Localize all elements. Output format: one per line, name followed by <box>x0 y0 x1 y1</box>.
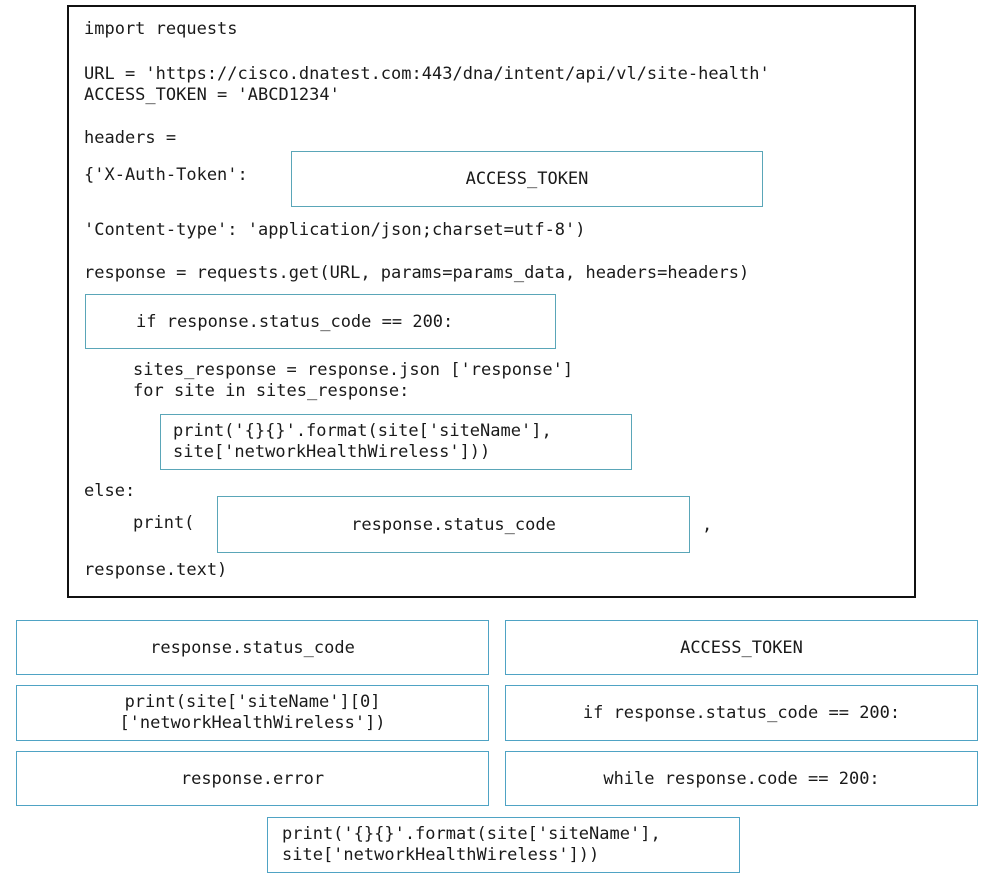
option-if-status-200-text: if response.status_code == 200: <box>582 703 901 723</box>
option-print-format[interactable]: print('{}{}'.format(site['siteName'], si… <box>267 817 740 873</box>
code-line-token: ACCESS_TOKEN = 'ABCD1234' <box>84 85 340 105</box>
drop-slot-status-text: response.status_code <box>351 514 556 535</box>
option-access-token-text: ACCESS_TOKEN <box>680 637 803 658</box>
code-line-content-type: 'Content-type': 'application/json;charse… <box>84 220 586 240</box>
option-access-token[interactable]: ACCESS_TOKEN <box>505 620 978 675</box>
option-response-status-code[interactable]: response.status_code <box>16 620 489 675</box>
code-line-auth: {'X-Auth-Token': <box>84 165 248 185</box>
option-print-sitename-index-line2: ['networkHealthWireless']) <box>119 713 386 733</box>
option-print-sitename-index[interactable]: print(site['siteName'][0] ['networkHealt… <box>16 685 489 741</box>
option-print-format-line1: print('{}{}'.format(site['siteName'], <box>282 824 661 844</box>
code-line-import: import requests <box>84 19 238 39</box>
drop-slot-status[interactable]: response.status_code <box>217 496 690 553</box>
option-while-code-200-text: while response.code == 200: <box>603 768 880 789</box>
option-response-error-text: response.error <box>180 768 325 789</box>
code-line-headers: headers = <box>84 128 177 148</box>
option-print-sitename-index-line1: print(site['siteName'][0] <box>124 692 381 712</box>
drop-slot-print-line2: site['networkHealthWireless'])) <box>173 442 491 462</box>
option-while-code-200[interactable]: while response.code == 200: <box>505 751 978 806</box>
option-print-format-line2: site['networkHealthWireless'])) <box>282 845 600 865</box>
drop-slot-print[interactable]: print('{}{}'.format(site['siteName'], si… <box>160 414 632 470</box>
drop-slot-token[interactable]: ACCESS_TOKEN <box>291 151 763 207</box>
option-if-status-200[interactable]: if response.status_code == 200: <box>505 685 978 741</box>
code-line-else: else: <box>84 481 136 501</box>
code-line-comma: , <box>702 515 713 535</box>
code-line-print-open: print( <box>133 513 195 533</box>
option-response-status-code-text: response.status_code <box>150 637 355 658</box>
code-line-sites-response: sites_response = response.json ['respons… <box>133 360 574 380</box>
drop-slot-condition[interactable]: if response.status_code == 200: <box>85 294 556 349</box>
code-line-response: response = requests.get(URL, params=para… <box>84 263 750 283</box>
drop-slot-token-text: ACCESS_TOKEN <box>465 169 589 189</box>
option-response-error[interactable]: response.error <box>16 751 489 806</box>
code-line-for-loop: for site in sites_response: <box>133 381 410 401</box>
code-line-url: URL = 'https://cisco.dnatest.com:443/dna… <box>84 64 770 84</box>
drop-slot-condition-text: if response.status_code == 200: <box>136 311 454 332</box>
code-panel: import requests URL = 'https://cisco.dna… <box>67 5 916 598</box>
code-line-response-text: response.text) <box>84 560 228 580</box>
drop-slot-print-line1: print('{}{}'.format(site['siteName'], <box>173 421 552 441</box>
